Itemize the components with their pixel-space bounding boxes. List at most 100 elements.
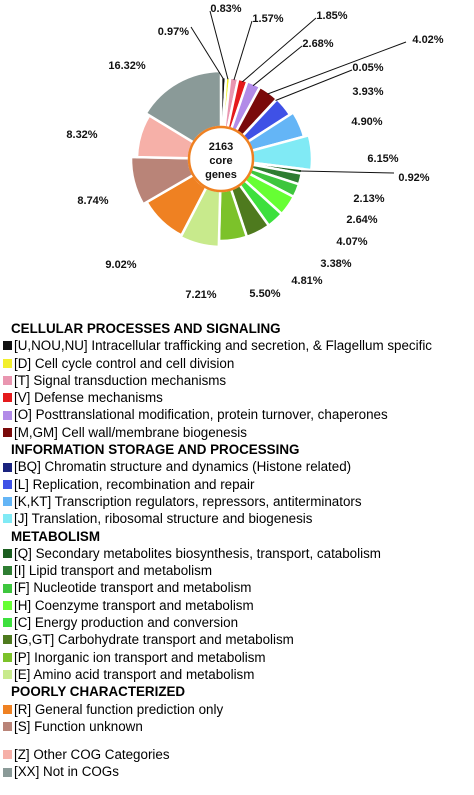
leader-line bbox=[241, 17, 317, 83]
slice-label: 4.90% bbox=[351, 116, 382, 128]
legend-item: [O] Posttranslational modification, prot… bbox=[3, 406, 473, 423]
legend-item-label: [Z] Other COG Categories bbox=[14, 747, 170, 763]
legend-swatch bbox=[3, 635, 12, 645]
legend-item-label: [F] Nucleotide transport and metabolism bbox=[14, 580, 252, 596]
legend-item: [P] Inorganic ion transport and metaboli… bbox=[3, 649, 473, 666]
legend-swatch bbox=[3, 583, 12, 593]
legend-swatch bbox=[3, 704, 12, 714]
legend-item-label: [P] Inorganic ion transport and metaboli… bbox=[14, 649, 266, 665]
legend-item: [E] Amino acid transport and metabolism bbox=[3, 666, 473, 683]
legend-swatch bbox=[3, 341, 12, 351]
leader-line bbox=[267, 41, 407, 95]
pie-slices bbox=[129, 69, 314, 249]
legend-item: [BQ] Chromatin structure and dynamics (H… bbox=[3, 458, 473, 475]
legend-swatch bbox=[3, 566, 12, 576]
legend-item-label: [I] Lipid transport and metabolism bbox=[14, 563, 212, 579]
leader-line bbox=[275, 69, 353, 101]
slice-label: 0.97% bbox=[158, 26, 189, 38]
center-label-line-2: core bbox=[209, 155, 232, 167]
legend-item-label: [C] Energy production and conversion bbox=[14, 615, 239, 631]
leader-line bbox=[300, 170, 395, 174]
legend-item-label: [G,GT] Carbohydrate transport and metabo… bbox=[14, 632, 294, 648]
legend-item: [U,NOU,NU] Intracellular trafficking and… bbox=[3, 337, 473, 354]
legend-group-header: METABOLISM bbox=[11, 528, 101, 544]
legend-item: [XX] Not in COGs bbox=[3, 763, 473, 780]
legend-swatch bbox=[3, 618, 12, 628]
legend-swatch bbox=[3, 750, 12, 760]
leader-line bbox=[190, 26, 224, 80]
leader-line bbox=[252, 45, 303, 87]
slice-label: 2.13% bbox=[353, 193, 384, 205]
legend-item: [Z] Other COG Categories bbox=[3, 746, 473, 763]
slice-label: 3.93% bbox=[352, 86, 383, 98]
legend-swatch bbox=[3, 600, 12, 610]
legend-item: [C] Energy production and conversion bbox=[3, 614, 473, 631]
legend-item-label: [XX] Not in COGs bbox=[14, 764, 119, 780]
legend-item: [S] Function unknown bbox=[3, 718, 473, 735]
legend-item: [K,KT] Transcription regulators, repress… bbox=[3, 493, 473, 510]
slice-label: 7.21% bbox=[185, 289, 216, 301]
legend-item-label: [E] Amino acid transport and metabolism bbox=[14, 666, 255, 682]
slice-label: 3.38% bbox=[320, 258, 351, 270]
legend-group-header: POORLY CHARACTERIZED bbox=[11, 684, 186, 700]
center-label-line-3: genes bbox=[205, 169, 237, 181]
legend-item: [L] Replication, recombination and repai… bbox=[3, 476, 473, 493]
leader-line bbox=[233, 20, 253, 81]
slice-label: 2.68% bbox=[302, 38, 333, 50]
legend-swatch bbox=[3, 479, 12, 489]
slice-label: 4.02% bbox=[412, 34, 443, 46]
legend-item: [F] Nucleotide transport and metabolism bbox=[3, 579, 473, 596]
legend-swatch bbox=[3, 376, 12, 386]
legend: CELLULAR PROCESSES AND SIGNALING [U,NOU,N… bbox=[3, 320, 473, 781]
legend-item: [G,GT] Carbohydrate transport and metabo… bbox=[3, 631, 473, 648]
legend-swatch bbox=[3, 652, 12, 662]
legend-item-label: [L] Replication, recombination and repai… bbox=[14, 476, 255, 492]
legend-item: [R] General function prediction only bbox=[3, 701, 473, 718]
legend-item-label: [S] Function unknown bbox=[14, 718, 143, 734]
slice-label: 9.02% bbox=[105, 259, 136, 271]
legend-item: [Q] Secondary metabolites biosynthesis, … bbox=[3, 545, 473, 562]
center-label-line-1: 2163 bbox=[209, 141, 233, 153]
legend-item-label: [D] Cell cycle control and cell division bbox=[14, 355, 235, 371]
slice-label: 8.74% bbox=[77, 195, 108, 207]
legend-item-label: [BQ] Chromatin structure and dynamics (H… bbox=[14, 459, 352, 475]
legend-item-label: [M,GM] Cell wall/membrane biogenesis bbox=[14, 424, 247, 440]
leader-lines bbox=[190, 10, 407, 174]
legend-swatch bbox=[3, 497, 12, 507]
legend-swatch bbox=[3, 358, 12, 368]
slice-label: 16.32% bbox=[108, 60, 146, 72]
slice-labels: 0.97% 0.83% 1.57% 1.85% 2.68% 4.02% 0.05% 3.93%… bbox=[66, 3, 443, 301]
legend-swatch bbox=[3, 393, 12, 403]
legend-item-label: [Q] Secondary metabolites biosynthesis, … bbox=[14, 545, 381, 561]
leader-line bbox=[209, 10, 229, 80]
legend-swatch bbox=[3, 721, 12, 731]
legend-swatch bbox=[3, 462, 12, 472]
legend-item-label: [H] Coenzyme transport and metabolism bbox=[14, 597, 254, 613]
slice-label: 4.07% bbox=[336, 236, 367, 248]
slice-label: 6.15% bbox=[367, 153, 398, 165]
legend-item: [V] Defense mechanisms bbox=[3, 389, 473, 406]
slice-label: 1.85% bbox=[316, 10, 347, 22]
legend-swatch bbox=[3, 670, 12, 680]
legend-item: [T] Signal transduction mechanisms bbox=[3, 372, 473, 389]
legend-swatch bbox=[3, 549, 12, 558]
slice-label: 0.05% bbox=[352, 62, 383, 74]
legend-group-header: CELLULAR PROCESSES AND SIGNALING bbox=[11, 321, 281, 336]
legend-item-label: [R] General function prediction only bbox=[14, 701, 224, 717]
legend-item: [I] Lipid transport and metabolism bbox=[3, 562, 473, 579]
legend-group-header: INFORMATION STORAGE AND PROCESSING bbox=[11, 442, 300, 458]
slice-label: 0.92% bbox=[398, 172, 429, 184]
legend-swatch bbox=[3, 767, 12, 777]
legend-item: [D] Cell cycle control and cell division bbox=[3, 355, 473, 372]
legend-item: [J] Translation, ribosomal structure and… bbox=[3, 510, 473, 527]
slice-label: 1.57% bbox=[252, 13, 283, 25]
legend-item: [M,GM] Cell wall/membrane biogenesis bbox=[3, 424, 473, 441]
legend-item-label: [U,NOU,NU] Intracellular trafficking and… bbox=[14, 338, 432, 354]
slice-label: 5.50% bbox=[249, 288, 280, 300]
legend-swatch bbox=[3, 514, 12, 524]
slice-label: 0.83% bbox=[210, 3, 241, 15]
legend-item-label: [V] Defense mechanisms bbox=[14, 390, 163, 406]
legend-swatch bbox=[3, 427, 12, 437]
slice-label: 2.64% bbox=[346, 214, 377, 226]
slice-label: 8.32% bbox=[66, 129, 97, 141]
